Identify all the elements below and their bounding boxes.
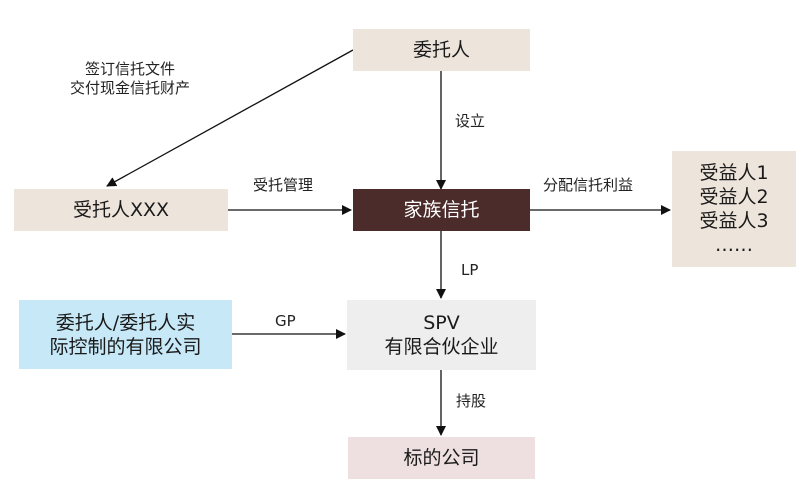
edge-settlor-trustee bbox=[106, 49, 354, 187]
controlled-company-node: 委托人/委托人实 际控制的有限公司 bbox=[19, 300, 232, 369]
settlor-node: 委托人 bbox=[353, 29, 530, 71]
establish-label: 设立 bbox=[455, 112, 486, 130]
spv-line-2: 有限合伙企业 bbox=[384, 336, 499, 358]
spv-node: SPV 有限合伙企业 bbox=[347, 300, 536, 370]
manage-label: 受托管理 bbox=[253, 176, 314, 194]
controlled-company-line-2: 际控制的有限公司 bbox=[49, 335, 202, 358]
beneficiary-3: 受益人3 bbox=[699, 210, 769, 232]
target-company-label: 标的公司 bbox=[403, 447, 480, 469]
beneficiary-2: 受益人2 bbox=[699, 186, 769, 208]
lp-label: LP bbox=[461, 261, 479, 279]
settlor-label: 委托人 bbox=[412, 39, 470, 61]
target-company-node: 标的公司 bbox=[348, 437, 535, 479]
sign-docs-line-1: 签订信托文件 bbox=[85, 60, 176, 78]
distribute-label: 分配信托利益 bbox=[543, 176, 634, 194]
beneficiary-1: 受益人1 bbox=[699, 162, 769, 184]
hold-label: 持股 bbox=[456, 392, 487, 410]
sign-docs-label: 签订信托文件 交付现金信托财产 bbox=[70, 60, 190, 98]
family-trust-node: 家族信托 bbox=[353, 189, 530, 231]
gp-label: GP bbox=[275, 312, 296, 330]
controlled-company-line-1: 委托人/委托人实 bbox=[55, 311, 196, 334]
beneficiary-ellipsis: …… bbox=[715, 234, 753, 256]
trustee-label: 受托人XXX bbox=[72, 199, 170, 221]
spv-line-1: SPV bbox=[423, 312, 460, 334]
family-trust-label: 家族信托 bbox=[403, 199, 480, 221]
beneficiaries-node: 受益人1 受益人2 受益人3 …… bbox=[672, 151, 796, 267]
trustee-node: 受托人XXX bbox=[14, 189, 228, 231]
sign-docs-line-2: 交付现金信托财产 bbox=[70, 79, 191, 97]
